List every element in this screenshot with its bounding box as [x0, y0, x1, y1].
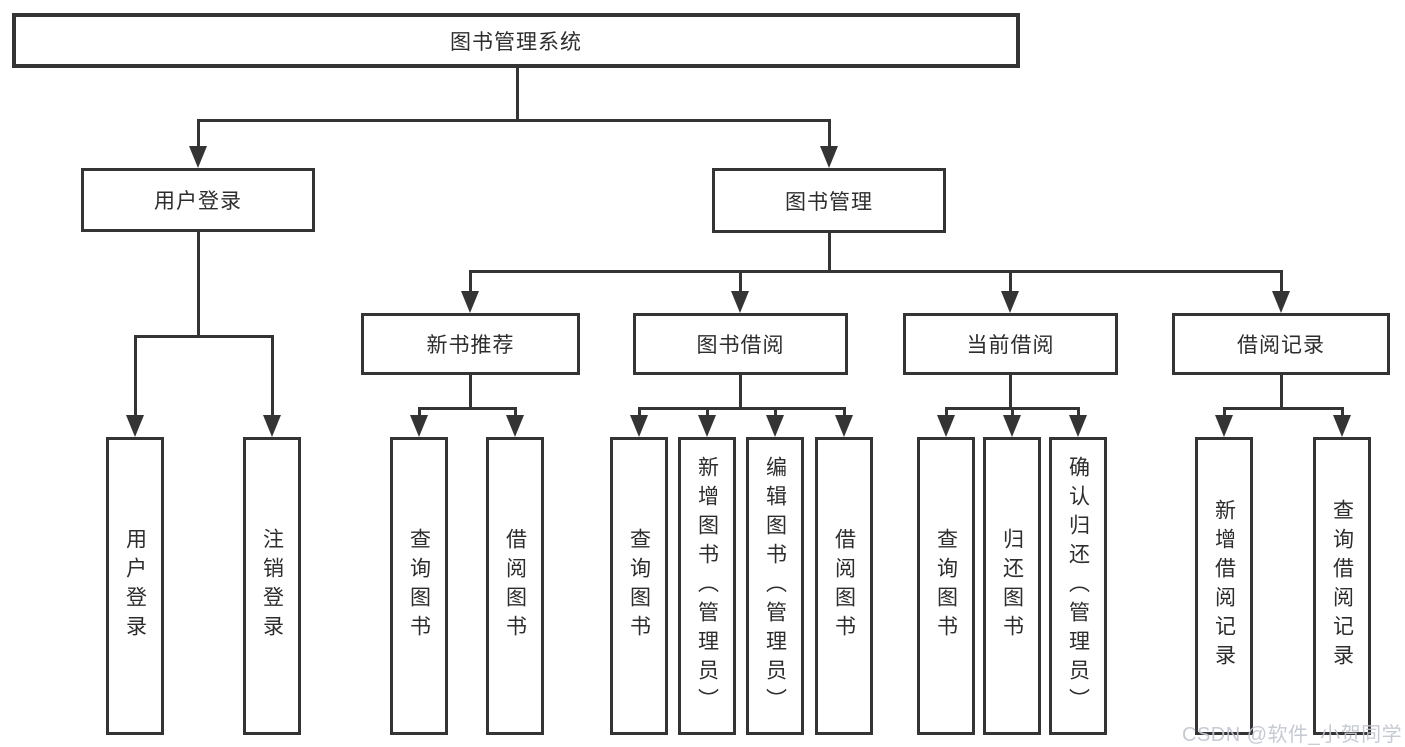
- connector-line: [1077, 407, 1080, 415]
- leaf-user-login: 用户登录: [106, 437, 164, 735]
- arrowhead-icon: [1003, 415, 1021, 437]
- leaf-current-return-books-label: 归还图书: [1000, 528, 1024, 644]
- connector-line: [516, 68, 519, 119]
- arrowhead-icon: [937, 415, 955, 437]
- leaf-newbook-borrow-books-label: 借阅图书: [503, 528, 527, 644]
- node-book-borrow: 图书借阅: [633, 313, 848, 375]
- connector-line: [1011, 407, 1014, 415]
- arrowhead-icon: [263, 415, 281, 437]
- leaf-newbook-borrow-books: 借阅图书: [486, 437, 544, 735]
- arrowhead-icon: [410, 415, 428, 437]
- connector-line: [1341, 407, 1344, 415]
- node-borrow-records: 借阅记录: [1172, 313, 1390, 375]
- connector-line: [945, 407, 948, 415]
- node-root-label: 图书管理系统: [450, 30, 582, 54]
- leaf-logout: 注销登录: [243, 437, 301, 735]
- leaf-user-login-label: 用户登录: [123, 528, 147, 644]
- connector-line: [1009, 375, 1012, 407]
- node-book-borrow-label: 图书借阅: [696, 334, 785, 357]
- arrowhead-icon: [126, 415, 144, 437]
- connector-line: [271, 335, 274, 415]
- connector-line: [828, 119, 831, 148]
- arrowhead-icon: [698, 415, 716, 437]
- connector-line: [197, 119, 830, 122]
- arrowhead-icon: [461, 291, 479, 313]
- leaf-borrow-edit-books-admin-label: 编辑图书（管理员）: [763, 455, 787, 717]
- leaf-records-query-record: 查询借阅记录: [1313, 437, 1371, 735]
- node-user-login-label: 用户登录: [154, 190, 242, 213]
- connector-line: [134, 335, 137, 415]
- connector-line: [706, 407, 709, 415]
- node-user-login: 用户登录: [81, 168, 315, 232]
- node-borrow-records-label: 借阅记录: [1237, 334, 1325, 357]
- leaf-borrow-query-books-label: 查询图书: [627, 528, 651, 644]
- node-new-book-recommend-label: 新书推荐: [426, 334, 515, 357]
- leaf-borrow-edit-books-admin: 编辑图书（管理员）: [746, 437, 804, 735]
- connector-line: [739, 375, 742, 407]
- node-book-management-label: 图书管理: [785, 190, 873, 214]
- leaf-newbook-query-books-label: 查询图书: [407, 528, 431, 644]
- leaf-current-query-books-label: 查询图书: [934, 528, 958, 644]
- leaf-newbook-query-books: 查询图书: [390, 437, 448, 735]
- arrowhead-icon: [1333, 415, 1351, 437]
- connector-line: [514, 407, 517, 415]
- arrowhead-icon: [1001, 291, 1019, 313]
- connector-line: [134, 335, 274, 338]
- connector-line: [774, 407, 777, 415]
- connector-line: [418, 407, 421, 415]
- leaf-borrow-query-books: 查询图书: [610, 437, 668, 735]
- leaf-current-confirm-return-admin: 确认归还（管理员）: [1049, 437, 1107, 735]
- connector-line: [843, 407, 846, 415]
- connector-line: [1280, 270, 1283, 293]
- leaf-borrow-add-books-admin: 新增图书（管理员）: [678, 437, 736, 735]
- node-new-book-recommend: 新书推荐: [361, 313, 580, 375]
- connector-line: [469, 375, 472, 407]
- leaf-current-return-books: 归还图书: [983, 437, 1041, 735]
- leaf-logout-label: 注销登录: [260, 528, 284, 644]
- leaf-borrow-borrow-books: 借阅图书: [815, 437, 873, 735]
- leaf-current-query-books: 查询图书: [917, 437, 975, 735]
- arrowhead-icon: [506, 415, 524, 437]
- arrowhead-icon: [1215, 415, 1233, 437]
- connector-line: [1280, 375, 1283, 407]
- connector-line: [638, 407, 641, 415]
- node-book-management: 图书管理: [712, 168, 946, 233]
- leaf-current-confirm-return-admin-label: 确认归还（管理员）: [1066, 455, 1090, 717]
- arrowhead-icon: [766, 415, 784, 437]
- connector-line: [638, 407, 846, 410]
- leaf-records-add-record: 新增借阅记录: [1195, 437, 1253, 735]
- node-current-borrow: 当前借阅: [903, 313, 1118, 375]
- arrowhead-icon: [731, 291, 749, 313]
- arrowhead-icon: [1069, 415, 1087, 437]
- arrowhead-icon: [835, 415, 853, 437]
- connector-line: [1009, 270, 1012, 293]
- connector-line: [469, 270, 1283, 273]
- connector-line: [197, 119, 200, 148]
- arrowhead-icon: [1272, 291, 1290, 313]
- node-root: 图书管理系统: [12, 13, 1020, 68]
- leaf-records-query-record-label: 查询借阅记录: [1330, 499, 1354, 673]
- leaf-records-add-record-label: 新增借阅记录: [1212, 499, 1236, 673]
- csdn-watermark: CSDN @软件_小贺同学: [1182, 724, 1403, 746]
- leaf-borrow-borrow-books-label: 借阅图书: [832, 528, 856, 644]
- connector-line: [828, 233, 831, 270]
- leaf-borrow-add-books-admin-label: 新增图书（管理员）: [695, 455, 719, 717]
- connector-line: [469, 270, 472, 293]
- connector-line: [739, 270, 742, 293]
- connector-line: [197, 232, 200, 335]
- connector-line: [418, 407, 517, 410]
- arrowhead-icon: [189, 146, 207, 168]
- node-current-borrow-label: 当前借阅: [966, 334, 1055, 357]
- connector-line: [1223, 407, 1226, 415]
- connector-line: [1223, 407, 1344, 410]
- arrowhead-icon: [630, 415, 648, 437]
- arrowhead-icon: [820, 146, 838, 168]
